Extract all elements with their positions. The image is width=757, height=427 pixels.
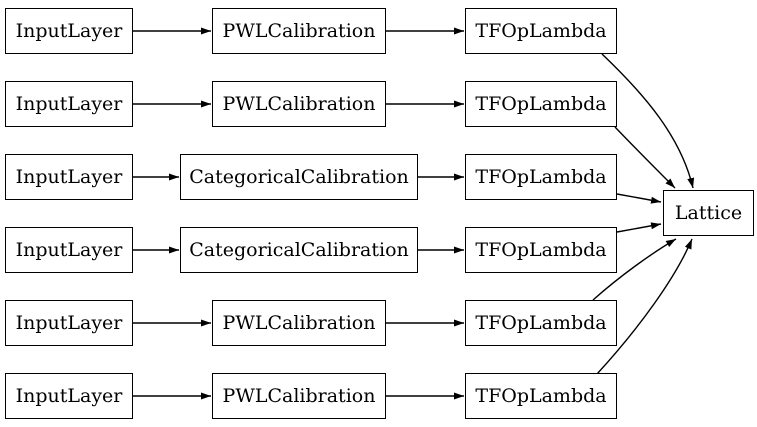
node-tfoplambda-1: TFOpLambda: [465, 8, 617, 54]
node-pwlcalibration-1: PWLCalibration: [212, 8, 386, 54]
node-categoricalcalibration-1: CategoricalCalibration: [180, 154, 418, 200]
node-pwlcalibration-4: PWLCalibration: [212, 373, 386, 419]
edge-lambda3-lattice: [616, 193, 662, 204]
edge-lambda2-lattice: [614, 126, 676, 189]
node-inputlayer-5: InputLayer: [5, 300, 133, 346]
node-tfoplambda-2: TFOpLambda: [465, 81, 617, 127]
node-lattice: Lattice: [663, 190, 754, 236]
node-inputlayer-3: InputLayer: [5, 154, 133, 200]
edge-lambda4-lattice: [616, 222, 662, 233]
node-pwlcalibration-3: PWLCalibration: [212, 300, 386, 346]
node-inputlayer-1: InputLayer: [5, 8, 133, 54]
node-tfoplambda-5: TFOpLambda: [465, 300, 617, 346]
node-inputlayer-4: InputLayer: [5, 227, 133, 273]
node-categoricalcalibration-2: CategoricalCalibration: [180, 227, 418, 273]
node-pwlcalibration-2: PWLCalibration: [212, 81, 386, 127]
node-inputlayer-2: InputLayer: [5, 81, 133, 127]
node-tfoplambda-3: TFOpLambda: [465, 154, 617, 200]
node-inputlayer-6: InputLayer: [5, 373, 133, 419]
node-tfoplambda-4: TFOpLambda: [465, 227, 617, 273]
node-tfoplambda-6: TFOpLambda: [465, 373, 617, 419]
